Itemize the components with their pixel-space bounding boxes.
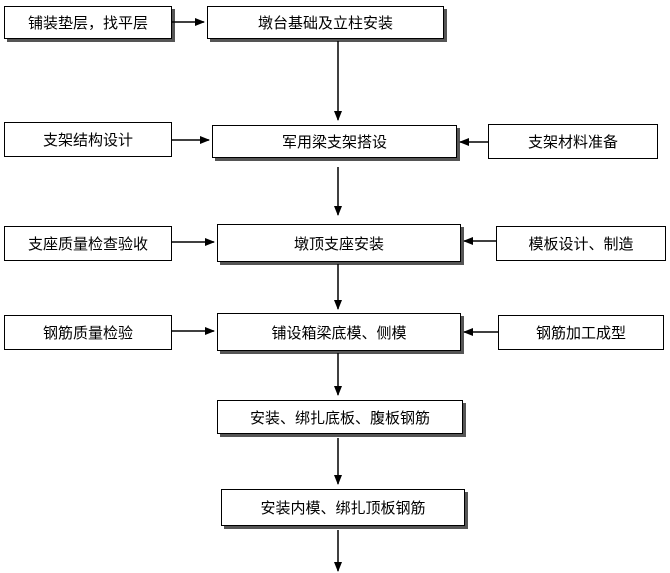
input-label: 支座质量检查验收: [27, 235, 148, 253]
step-box-girder-formwork: 铺设箱梁底模、侧模: [217, 313, 461, 351]
step-label: 安装、绑扎底板、腹板钢筋: [249, 408, 430, 427]
step-label: 墩台基础及立柱安装: [257, 14, 393, 32]
input-rebar-fabrication: 钢筋加工成型: [498, 315, 664, 350]
input-paving-cushion-leveling: 铺装垫层，找平层: [4, 6, 172, 39]
step-inner-mold-top-rebar: 安装内模、绑扎顶板钢筋: [221, 489, 465, 526]
input-label: 铺装垫层，找平层: [27, 14, 148, 32]
step-label: 军用梁支架搭设: [281, 133, 387, 151]
input-rebar-quality-inspection: 钢筋质量检验: [4, 315, 172, 350]
step-label: 铺设箱梁底模、侧模: [271, 323, 407, 342]
step-label: 墩顶支座安装: [293, 234, 384, 253]
input-label: 支架结构设计: [42, 131, 133, 149]
step-bottom-web-rebar: 安装、绑扎底板、腹板钢筋: [217, 400, 463, 434]
input-support-material-prep: 支架材料准备: [488, 124, 658, 159]
input-formwork-design-manufacture: 模板设计、制造: [496, 226, 666, 261]
input-label: 钢筋质量检验: [42, 324, 133, 342]
step-pier-top-bearing-installation: 墩顶支座安装: [217, 224, 461, 262]
input-label: 钢筋加工成型: [535, 324, 626, 342]
step-label: 安装内模、绑扎顶板钢筋: [260, 499, 426, 517]
input-label: 模板设计、制造: [528, 235, 634, 253]
step-military-beam-support-erection: 军用梁支架搭设: [212, 125, 457, 158]
input-bearing-quality-inspection: 支座质量检查验收: [4, 226, 172, 261]
input-label: 支架材料准备: [527, 133, 618, 151]
step-pier-foundation-and-column: 墩台基础及立柱安装: [207, 6, 444, 39]
input-support-structure-design: 支架结构设计: [4, 122, 172, 157]
